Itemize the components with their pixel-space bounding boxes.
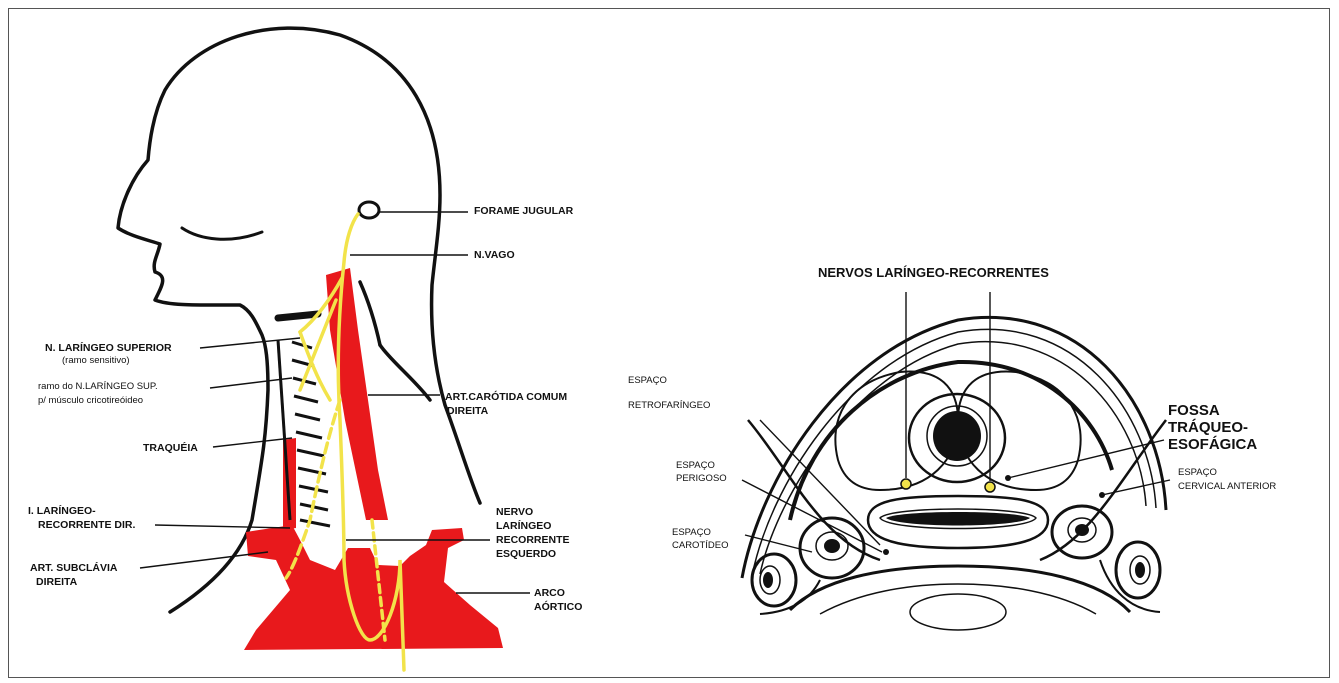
label-carotideo-1: ESPAÇO [672,526,711,539]
vertebra-inner [820,584,1096,614]
label-nervo-esq-4: ESQUERDO [496,548,556,561]
label-subclavia-1: ART. SUBCLÁVIA [30,562,118,575]
label-nervos-title: NERVOS LARÍNGEO-RECORRENTES [818,266,1049,279]
trachea-lumen [933,411,981,461]
label-carotida-1: ART.CARÓTIDA COMUM [445,391,567,404]
label-retrofaringeo: RETROFARÍNGEO [628,399,710,412]
jugular-left [752,554,796,606]
label-espaco-1: ESPAÇO [628,374,667,387]
label-n-vago: N.VAGO [474,249,515,262]
label-fossa-2: TRÁQUEO- [1168,419,1248,436]
ear [359,202,379,218]
label-fossa-1: FOSSA [1168,402,1220,419]
label-cervical-1: ESPAÇO [1178,466,1217,479]
section-fills [763,411,1145,588]
label-rec-dir-1: I. LARÍNGEO- [28,505,96,518]
rln-left-dot [901,479,911,489]
fascia-right [1040,420,1166,560]
label-nervo-esq-3: RECORRENTE [496,534,570,547]
label-carotida-2: DIREITA [447,405,488,418]
label-subclavia-2: DIREITA [36,576,77,589]
label-cervical-2: CERVICAL ANTERIOR [1178,480,1276,493]
label-ramo-sensitivo: (ramo sensitivo) [62,354,130,367]
label-nervo-esq-2: LARÍNGEO [496,520,551,533]
label-ramo-sup-2: p/ músculo cricotireóideo [38,394,143,407]
label-nervo-esq-1: NERVO [496,506,533,519]
label-arco-1: ARCO [534,587,565,600]
label-rec-dir-2: RECORRENTE DIR. [38,519,135,532]
neck-front [360,282,380,345]
label-arco-2: AÓRTICO [534,601,582,614]
vertebral-body [910,594,1006,630]
head-neck-drawing [118,28,480,612]
rln-right-dot [985,482,995,492]
back-neck [380,345,430,400]
jaw-bar [278,314,318,318]
head-outline [118,28,480,612]
label-ramo-sup-1: ramo do N.LARÍNGEO SUP. [38,380,158,393]
label-fossa-3: ESOFÁGICA [1168,436,1257,453]
esophagus-dark [886,512,1030,526]
cross-section [742,317,1166,630]
aortic-arch [244,525,503,650]
label-forame-jugular: FORAME JUGULAR [474,205,573,218]
label-traqueia: TRAQUÉIA [143,442,198,455]
label-perigoso-2: PERIGOSO [676,472,727,485]
label-perigoso-1: ESPAÇO [676,459,715,472]
label-carotideo-2: CAROTÍDEO [672,539,728,552]
eye-line [182,228,262,239]
ramo-inner [300,332,330,400]
